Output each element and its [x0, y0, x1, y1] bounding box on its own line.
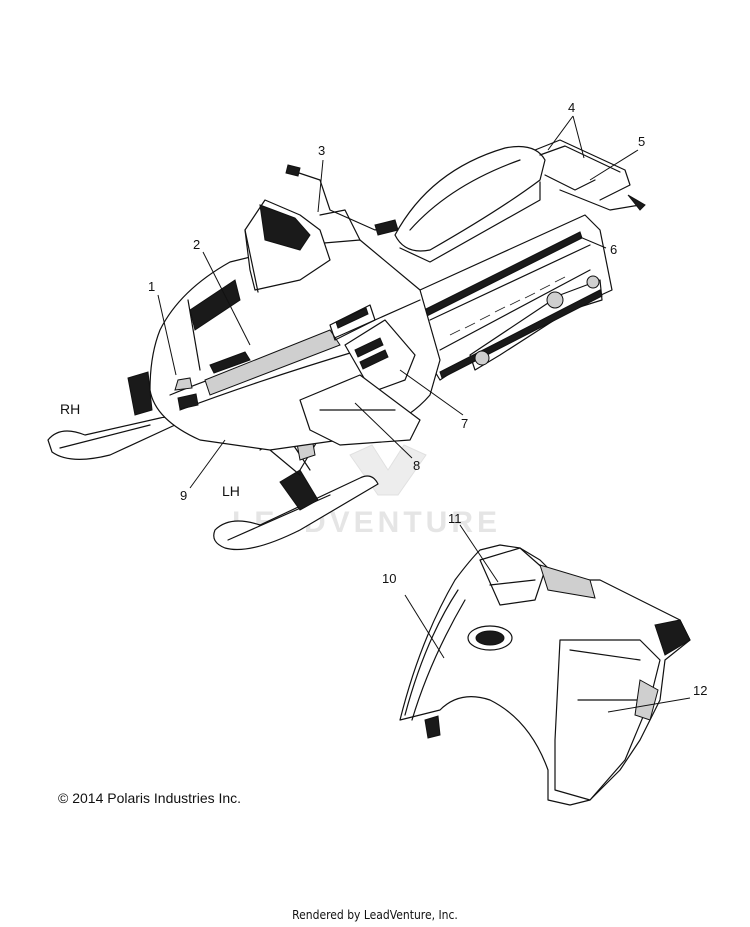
windshield — [244, 199, 331, 293]
callout-11: 11 — [448, 511, 462, 526]
side-label-rh: RH — [60, 401, 80, 417]
callout-12: 12 — [693, 683, 707, 698]
callout-3: 3 — [318, 143, 325, 158]
callout-1: 1 — [148, 279, 155, 294]
callout-2: 2 — [193, 237, 200, 252]
callout-8: 8 — [413, 458, 420, 473]
ski-left — [213, 439, 379, 551]
handlebars — [285, 164, 399, 241]
seat — [394, 145, 546, 263]
hood-body — [149, 239, 441, 451]
callout-5: 5 — [638, 134, 645, 149]
copyright-notice: © 2014 Polaris Industries Inc. — [58, 790, 242, 806]
side-panel-assembly — [399, 544, 691, 806]
callout-7: 7 — [461, 416, 468, 431]
side-label-lh: LH — [222, 483, 240, 499]
track-lugs — [449, 276, 566, 336]
track-tunnel — [419, 214, 613, 381]
callout-6: 6 — [610, 242, 617, 257]
callout-9: 9 — [180, 488, 187, 503]
rear-rack — [534, 139, 646, 211]
snowmobile-drawing — [47, 139, 646, 551]
rendered-by-credit: Rendered by LeadVenture, Inc. — [292, 908, 458, 922]
callout-10: 10 — [382, 571, 396, 586]
callout-4: 4 — [568, 100, 575, 115]
callouts: 1 2 3 4 5 6 7 8 9 10 11 12 RH LH — [60, 100, 707, 713]
